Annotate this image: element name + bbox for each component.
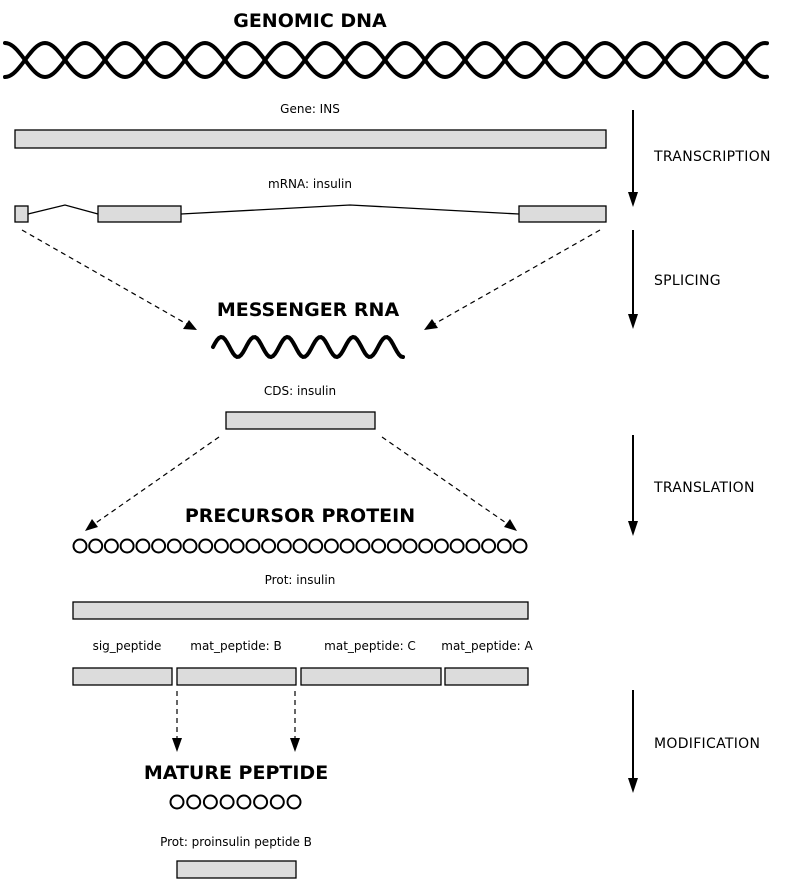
translation-arrowhead-left (85, 519, 98, 531)
translation-arrowhead-right (504, 519, 517, 531)
precursor-residue-6 (151, 538, 167, 554)
heading-genomic-dna: GENOMIC DNA (233, 10, 387, 32)
modification-arrowhead-left (172, 738, 182, 752)
precursor-residue-25 (449, 538, 465, 554)
mrna-exon-structure (14, 204, 607, 223)
exon-3 (518, 205, 607, 223)
precursor-residue-17 (323, 538, 339, 554)
precursor-residue-26 (465, 538, 481, 554)
label-mrna: mRNA: insulin (268, 177, 352, 191)
precursor-residue-7 (166, 538, 182, 554)
precursor-residue-3 (103, 538, 119, 554)
precursor-residue-10 (213, 538, 229, 554)
label-mat-peptide-a: mat_peptide: A (441, 639, 533, 653)
modification-step-arrowhead (628, 778, 638, 793)
precursor-residue-24 (433, 538, 449, 554)
segment-mat-peptide-c (300, 667, 442, 686)
precursor-residue-27 (481, 538, 497, 554)
mature-residue-6 (253, 794, 269, 810)
step-splicing: SPLICING (628, 230, 721, 329)
precursor-residue-21 (386, 538, 402, 554)
splice-arrow-left (21, 229, 193, 328)
precursor-residue-2 (88, 538, 104, 554)
step-modification: MODIFICATION (628, 690, 760, 793)
mature-residue-4 (219, 794, 235, 810)
precursor-residue-18 (339, 538, 355, 554)
label-cds: CDS: insulin (264, 384, 336, 398)
dna-strand-2 (3, 40, 769, 80)
precursor-residue-chain (72, 538, 528, 554)
step-translation: TRANSLATION (628, 435, 755, 536)
rna-single-strand (211, 334, 405, 360)
intron-2 (180, 204, 520, 215)
mature-residue-1 (169, 794, 185, 810)
precursor-residue-22 (402, 538, 418, 554)
precursor-residue-20 (371, 538, 387, 554)
precursor-residue-29 (512, 538, 528, 554)
segment-mat-peptide-b (176, 667, 297, 686)
mature-residue-chain (169, 794, 302, 810)
exon-1 (14, 205, 29, 223)
exon-2 (97, 205, 182, 223)
label-sig-peptide: sig_peptide (93, 639, 162, 653)
heading-mature-peptide: MATURE PEPTIDE (144, 762, 328, 784)
precursor-residue-1 (72, 538, 88, 554)
mature-residue-2 (186, 794, 202, 810)
cds-box (225, 411, 376, 430)
splice-arrowhead-left (183, 320, 197, 330)
heading-precursor-protein: PRECURSOR PROTEIN (185, 505, 415, 527)
modification-arrowhead-right (290, 738, 300, 752)
label-mat-peptide-c: mat_peptide: C (324, 639, 416, 653)
mature-prot-box (176, 860, 297, 879)
label-mat-peptide-b: mat_peptide: B (190, 639, 282, 653)
heading-messenger-rna: MESSENGER RNA (217, 299, 400, 321)
gene-box (14, 129, 607, 149)
label-gene: Gene: INS (280, 102, 340, 116)
precursor-residue-19 (355, 538, 371, 554)
step-transcription: TRANSCRIPTION (628, 110, 771, 207)
mature-residue-7 (269, 794, 285, 810)
precursor-residue-14 (276, 538, 292, 554)
segment-mat-peptide-a (444, 667, 529, 686)
precursor-residue-28 (496, 538, 512, 554)
precursor-residue-4 (119, 538, 135, 554)
label-transcription: TRANSCRIPTION (653, 149, 771, 165)
intron-1 (27, 204, 99, 215)
label-splicing: SPLICING (654, 273, 721, 289)
precursor-residue-13 (261, 538, 277, 554)
precursor-residue-11 (229, 538, 245, 554)
label-prot-mature: Prot: proinsulin peptide B (160, 835, 312, 849)
dna-double-helix (3, 40, 769, 80)
mature-residue-3 (202, 794, 218, 810)
label-translation: TRANSLATION (653, 480, 755, 496)
precursor-residue-23 (418, 538, 434, 554)
splice-arrowhead-right (424, 319, 438, 330)
prot-box (72, 601, 529, 620)
precursor-residue-15 (292, 538, 308, 554)
peptide-segments (72, 667, 529, 686)
transcription-arrowhead (628, 192, 638, 207)
label-prot: Prot: insulin (265, 573, 336, 587)
splicing-arrowhead (628, 314, 638, 329)
segment-sig-peptide (72, 667, 173, 686)
label-modification: MODIFICATION (654, 736, 760, 752)
precursor-residue-16 (308, 538, 324, 554)
mature-residue-5 (236, 794, 252, 810)
precursor-residue-8 (182, 538, 198, 554)
precursor-residue-12 (245, 538, 261, 554)
translation-step-arrowhead (628, 521, 638, 536)
mature-residue-8 (286, 794, 302, 810)
precursor-residue-5 (135, 538, 151, 554)
precursor-residue-9 (198, 538, 214, 554)
splice-arrow-right (428, 229, 601, 328)
